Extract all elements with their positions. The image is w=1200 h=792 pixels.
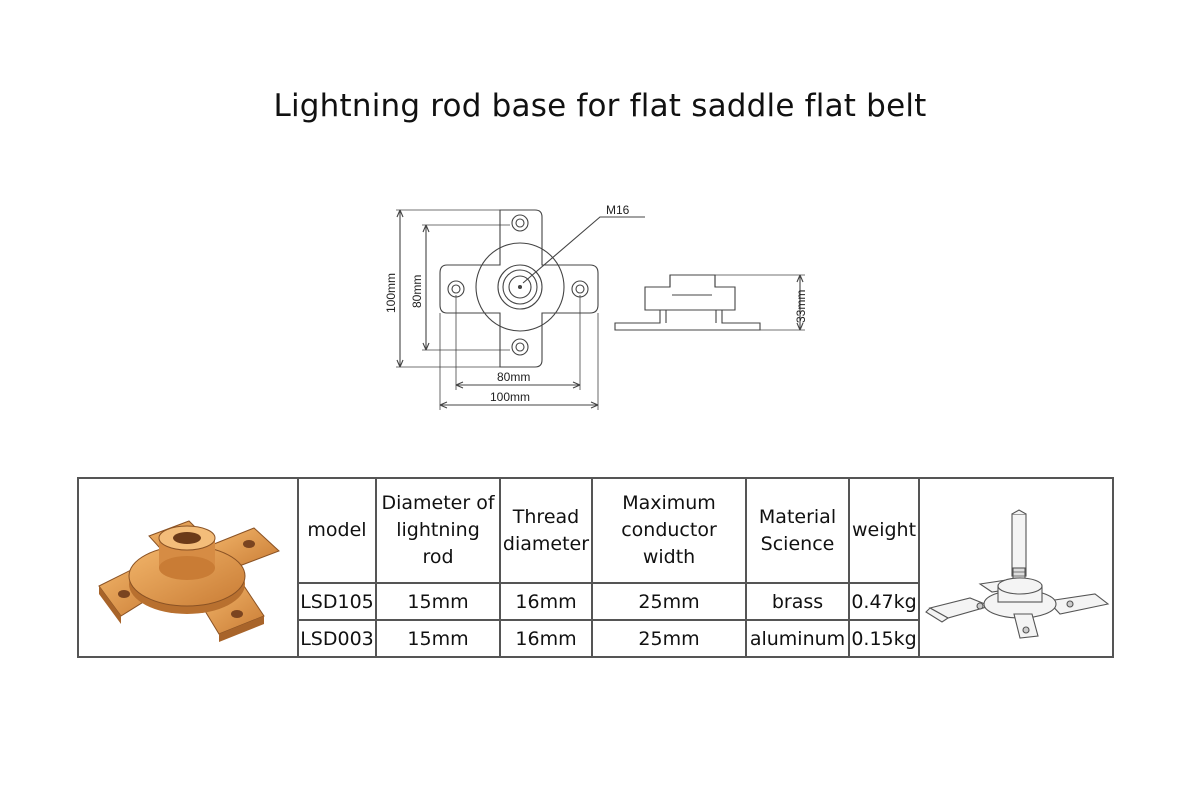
dim-width-inner-label: 80mm bbox=[497, 370, 530, 384]
header-conductor: Maximum conductor width bbox=[591, 476, 747, 585]
header-material: Material Science bbox=[745, 476, 850, 585]
spec-table: model Diameter of lightning rod Thread d… bbox=[77, 476, 1114, 658]
dim-side-height-label: 33mm bbox=[794, 290, 808, 323]
table-row: LSD105 15mm 16mm 25mm brass 0.47kg bbox=[78, 582, 1113, 622]
cell-weight: 0.47kg bbox=[848, 582, 920, 622]
side-view-outline bbox=[614, 274, 761, 331]
thread-label: M16 bbox=[606, 203, 630, 217]
cell-material: aluminum bbox=[745, 619, 850, 658]
cell-conductor: 25mm bbox=[591, 619, 747, 658]
cell-weight: 0.15kg bbox=[848, 619, 920, 658]
cell-conductor: 25mm bbox=[591, 582, 747, 622]
cell-thread: 16mm bbox=[499, 582, 593, 622]
dim-height-inner-label: 80mm bbox=[410, 275, 424, 308]
header-model: model bbox=[297, 476, 377, 585]
cell-diameter: 15mm bbox=[375, 582, 501, 622]
dim-width-outer-label: 100mm bbox=[490, 390, 530, 404]
cell-material: brass bbox=[745, 582, 850, 622]
cell-diameter: 15mm bbox=[375, 619, 501, 658]
boss-ring-circle bbox=[497, 264, 543, 310]
thread-hole-circle bbox=[508, 275, 532, 299]
header-thread: Thread diameter bbox=[499, 476, 593, 585]
brass-base-image-cell bbox=[77, 477, 299, 658]
brass-base-illustration bbox=[98, 520, 280, 642]
cell-model: LSD003 bbox=[297, 619, 377, 658]
boss-outer-circle bbox=[475, 242, 565, 332]
cell-model: LSD105 bbox=[297, 582, 377, 622]
header-diameter: Diameter of lightning rod bbox=[375, 476, 501, 585]
base-plate-outline bbox=[439, 209, 599, 368]
page-title: Lightning rod base for flat saddle flat … bbox=[273, 88, 927, 124]
dim-height-outer-label: 100mm bbox=[384, 273, 398, 313]
cell-thread: 16mm bbox=[499, 619, 593, 658]
technical-drawing: M16 100mm 80mm 80mm 100mm 33mm bbox=[384, 203, 808, 410]
table-row: LSD003 15mm 16mm 25mm aluminum 0.15kg bbox=[78, 619, 1113, 658]
installed-rod-illustration bbox=[925, 509, 1110, 639]
header-weight: weight bbox=[848, 476, 920, 585]
table-header-row: model Diameter of lightning rod Thread d… bbox=[77, 476, 1114, 658]
installed-base-image-cell bbox=[918, 477, 1114, 658]
